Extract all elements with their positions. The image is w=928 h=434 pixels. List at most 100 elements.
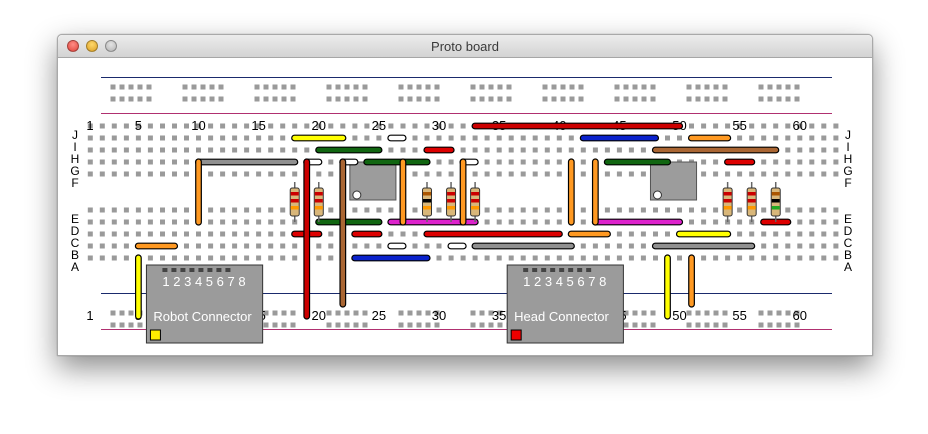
wire[interactable] [399,158,407,226]
hole[interactable] [135,159,141,165]
hole[interactable] [147,123,153,129]
hole[interactable] [470,84,476,90]
hole[interactable] [268,147,274,153]
hole[interactable] [328,171,334,177]
hole[interactable] [110,96,116,102]
hole[interactable] [794,96,800,102]
hole[interactable] [833,171,839,177]
hole[interactable] [713,219,719,225]
hole[interactable] [280,135,286,141]
hole[interactable] [628,147,634,153]
hole[interactable] [472,147,478,153]
hole[interactable] [388,207,394,213]
hole[interactable] [761,171,767,177]
wire[interactable] [134,254,142,320]
hole[interactable] [220,171,226,177]
hole[interactable] [592,255,598,261]
hole[interactable] [191,96,197,102]
breadboard[interactable]: 1155101015152020252530303535404045455050… [58,57,872,355]
hole[interactable] [256,171,262,177]
hole[interactable] [398,96,404,102]
hole[interactable] [569,84,575,90]
hole[interactable] [209,84,215,90]
hole[interactable] [556,255,562,261]
hole[interactable] [147,159,153,165]
hole[interactable] [208,243,214,249]
hole[interactable] [208,255,214,261]
hole[interactable] [776,84,782,90]
hole[interactable] [560,96,566,102]
wire[interactable] [423,230,563,238]
hole[interactable] [209,96,215,102]
hole[interactable] [220,243,226,249]
hole[interactable] [797,159,803,165]
hole[interactable] [135,231,141,237]
hole[interactable] [184,159,189,165]
hole[interactable] [256,135,262,141]
hole[interactable] [335,322,341,328]
hole[interactable] [135,207,141,213]
hole[interactable] [316,171,322,177]
hole[interactable] [280,207,286,213]
hole[interactable] [484,219,490,225]
hole[interactable] [200,84,206,90]
hole[interactable] [110,310,116,316]
wire[interactable] [447,242,467,250]
hole[interactable] [809,255,815,261]
hole[interactable] [448,255,454,261]
hole[interactable] [147,135,153,141]
hole[interactable] [416,310,422,316]
hole[interactable] [497,310,503,316]
hole[interactable] [520,219,526,225]
hole[interactable] [244,207,250,213]
hole[interactable] [119,96,125,102]
hole[interactable] [147,207,153,213]
hole[interactable] [604,243,610,249]
hole[interactable] [353,310,359,316]
hole[interactable] [758,322,764,328]
hole[interactable] [316,243,322,249]
hole[interactable] [364,123,370,129]
hole[interactable] [425,96,431,102]
hole[interactable] [797,147,803,153]
hole[interactable] [292,123,298,129]
hole[interactable] [388,123,394,129]
hole[interactable] [758,310,764,316]
hole[interactable] [424,123,430,129]
hole[interactable] [99,123,105,129]
hole[interactable] [470,96,476,102]
hole[interactable] [244,171,250,177]
hole[interactable] [520,147,526,153]
hole[interactable] [701,159,707,165]
hole[interactable] [616,207,622,213]
hole[interactable] [137,322,143,328]
hole[interactable] [280,255,286,261]
hole[interactable] [578,84,584,90]
hole[interactable] [335,84,341,90]
hole[interactable] [268,255,274,261]
hole[interactable] [434,84,440,90]
hole[interactable] [614,84,620,90]
hole[interactable] [281,96,287,102]
hole[interactable] [833,147,839,153]
hole[interactable] [400,147,406,153]
hole[interactable] [737,123,743,129]
hole[interactable] [686,96,692,102]
hole[interactable] [640,207,646,213]
hole[interactable] [160,255,165,261]
wire[interactable] [315,146,383,154]
hole[interactable] [281,310,287,316]
connector-pin[interactable] [216,268,222,272]
hole[interactable] [616,147,622,153]
hole[interactable] [797,243,803,249]
hole[interactable] [362,96,368,102]
hole[interactable] [722,322,728,328]
hole[interactable] [785,171,791,177]
hole[interactable] [725,171,731,177]
wire[interactable] [651,242,756,250]
hole[interactable] [797,255,803,261]
hole[interactable] [785,231,791,237]
hole[interactable] [111,231,117,237]
hole[interactable] [272,310,278,316]
hole[interactable] [713,84,719,90]
